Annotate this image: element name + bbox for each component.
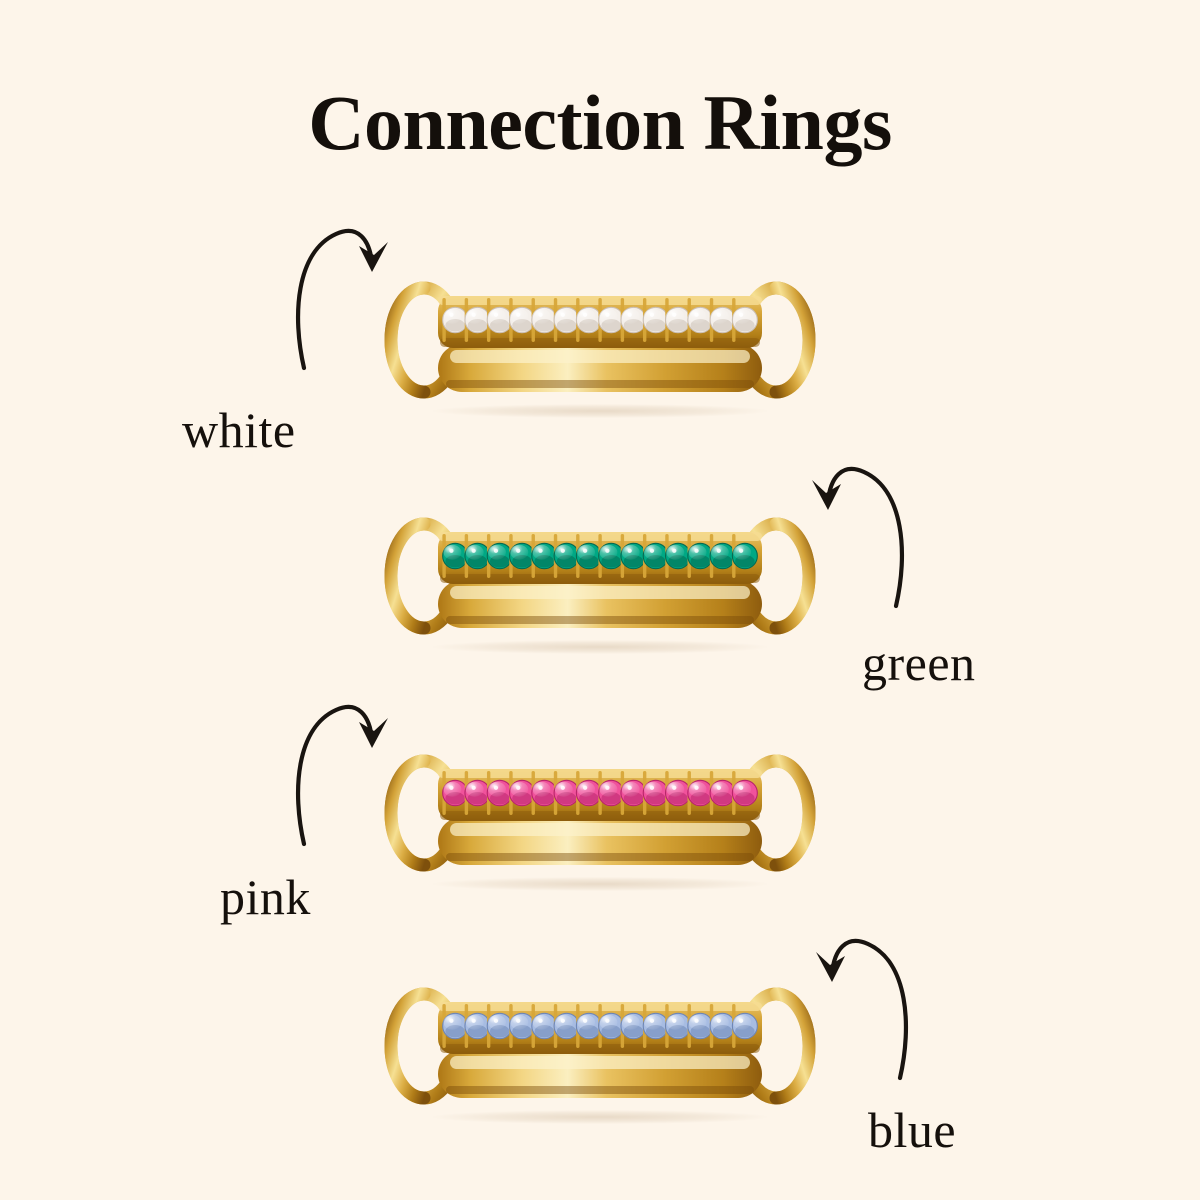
stone-row-blue — [442, 1004, 758, 1048]
gemstone-sparkle — [649, 548, 655, 553]
gold-band-green — [438, 580, 762, 628]
gemstone-sparkle — [493, 1018, 499, 1023]
gemstone-sparkle — [449, 785, 454, 790]
gemstone-sparkle — [738, 785, 744, 790]
gemstone-sparkle — [716, 312, 721, 317]
gemstone-sparkle — [582, 1018, 588, 1023]
gold-band-blue — [438, 1050, 762, 1098]
gemstone-sparkle — [649, 1018, 655, 1023]
ring-product-white[interactable] — [380, 262, 820, 422]
gemstone-sparkle — [738, 1018, 744, 1023]
gemstone-sparkle — [538, 785, 543, 790]
gemstone-sparkle — [493, 312, 499, 317]
page-title: Connection Rings — [308, 79, 892, 166]
label-blue: blue — [868, 1102, 957, 1158]
pave-band-blue — [438, 1002, 762, 1054]
link-loop-left-front-white — [384, 281, 431, 399]
gemstone-sparkle — [516, 312, 521, 317]
gold-band-pink — [438, 817, 762, 865]
gemstone-sparkle — [627, 1018, 632, 1023]
arrow-to-green-ring — [812, 466, 905, 609]
link-loop-right-front-green — [769, 517, 816, 635]
gemstone-sparkle — [605, 548, 610, 553]
arrow-to-white-ring — [295, 228, 388, 371]
gemstone-sparkle — [560, 1018, 565, 1023]
label-green: green — [862, 635, 976, 691]
gemstone-sparkle — [738, 312, 744, 317]
gemstone-sparkle — [605, 1018, 610, 1023]
gemstone-sparkle — [538, 1018, 543, 1023]
gemstone-sparkle — [471, 312, 476, 317]
gemstone-sparkle — [716, 548, 721, 553]
ring-illustration-white — [384, 281, 816, 399]
stone-row-pink — [442, 771, 758, 815]
label-pink: pink — [220, 869, 311, 925]
gemstone-sparkle — [449, 548, 454, 553]
gemstone-sparkle — [649, 312, 655, 317]
arrow-to-pink-ring — [295, 704, 388, 847]
gemstone-sparkle — [694, 785, 699, 790]
gemstone-sparkle — [716, 1018, 721, 1023]
gemstone-sparkle — [694, 1018, 699, 1023]
gemstone-sparkle — [538, 312, 543, 317]
gemstone-sparkle — [449, 1018, 454, 1023]
gemstone-sparkle — [649, 785, 655, 790]
link-loop-left-front-blue — [384, 987, 431, 1105]
ring-product-blue[interactable] — [380, 968, 820, 1128]
gemstone-sparkle — [493, 785, 499, 790]
ring-illustration-green — [384, 517, 816, 635]
ring-illustration-pink — [384, 754, 816, 872]
gemstone-sparkle — [627, 312, 632, 317]
gemstone-sparkle — [627, 548, 632, 553]
link-loop-right-front-white — [769, 281, 816, 399]
ring-product-green[interactable] — [380, 498, 820, 658]
gemstone-sparkle — [449, 312, 454, 317]
link-loop-right-front-pink — [769, 754, 816, 872]
gemstone-sparkle — [560, 785, 565, 790]
gemstone-sparkle — [516, 548, 521, 553]
gemstone-sparkle — [738, 548, 744, 553]
pave-band-green — [438, 532, 762, 584]
gemstone-sparkle — [716, 785, 721, 790]
ring-illustration-blue — [384, 987, 816, 1105]
gemstone-sparkle — [516, 1018, 521, 1023]
gemstone-sparkle — [605, 785, 610, 790]
gemstone-sparkle — [471, 548, 476, 553]
gemstone-sparkle — [694, 548, 699, 553]
gemstone-sparkle — [471, 785, 476, 790]
gemstone-sparkle — [672, 1018, 677, 1023]
gemstone-sparkle — [582, 548, 588, 553]
stone-row-green — [442, 534, 758, 578]
gemstone-sparkle — [582, 785, 588, 790]
gold-band-white — [438, 344, 762, 392]
gemstone-sparkle — [605, 312, 610, 317]
gemstone-sparkle — [471, 1018, 476, 1023]
link-loop-left-front-green — [384, 517, 431, 635]
gemstone-sparkle — [560, 548, 565, 553]
gemstone-sparkle — [627, 785, 632, 790]
gemstone-sparkle — [694, 312, 699, 317]
gemstone-sparkle — [672, 312, 677, 317]
gemstone-sparkle — [582, 312, 588, 317]
ring-product-pink[interactable] — [380, 735, 820, 895]
pave-band-white — [438, 296, 762, 348]
gemstone-sparkle — [516, 785, 521, 790]
gemstone-sparkle — [493, 548, 499, 553]
gemstone-sparkle — [672, 785, 677, 790]
gemstone-sparkle — [672, 548, 677, 553]
label-white: white — [182, 402, 296, 458]
pave-band-pink — [438, 769, 762, 821]
link-loop-right-front-blue — [769, 987, 816, 1105]
arrow-to-blue-ring — [816, 938, 909, 1081]
gemstone-sparkle — [538, 548, 543, 553]
link-loop-left-front-pink — [384, 754, 431, 872]
gemstone-sparkle — [560, 312, 565, 317]
stone-row-white — [442, 298, 758, 342]
